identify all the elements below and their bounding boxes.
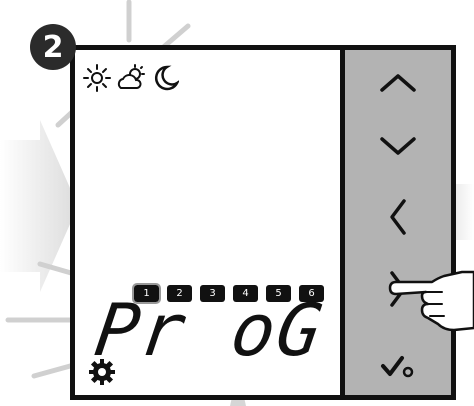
- left-arrow-button[interactable]: [345, 190, 451, 248]
- pointing-hand-icon: [388, 258, 474, 342]
- chevron-up-icon: [378, 70, 418, 98]
- chevron-left-icon: [386, 197, 410, 241]
- chevron-down-icon: [378, 133, 418, 161]
- checkmark-icon: [380, 354, 416, 384]
- moon-icon: [153, 64, 179, 96]
- down-arrow-button[interactable]: [345, 118, 451, 176]
- lcd-display-text: Pr oG: [91, 294, 328, 366]
- step-badge: 2: [30, 24, 76, 70]
- up-arrow-button[interactable]: [345, 55, 451, 113]
- sun-icon: [83, 64, 111, 96]
- partly-cloudy-icon: [115, 64, 147, 96]
- confirm-button[interactable]: [345, 340, 451, 398]
